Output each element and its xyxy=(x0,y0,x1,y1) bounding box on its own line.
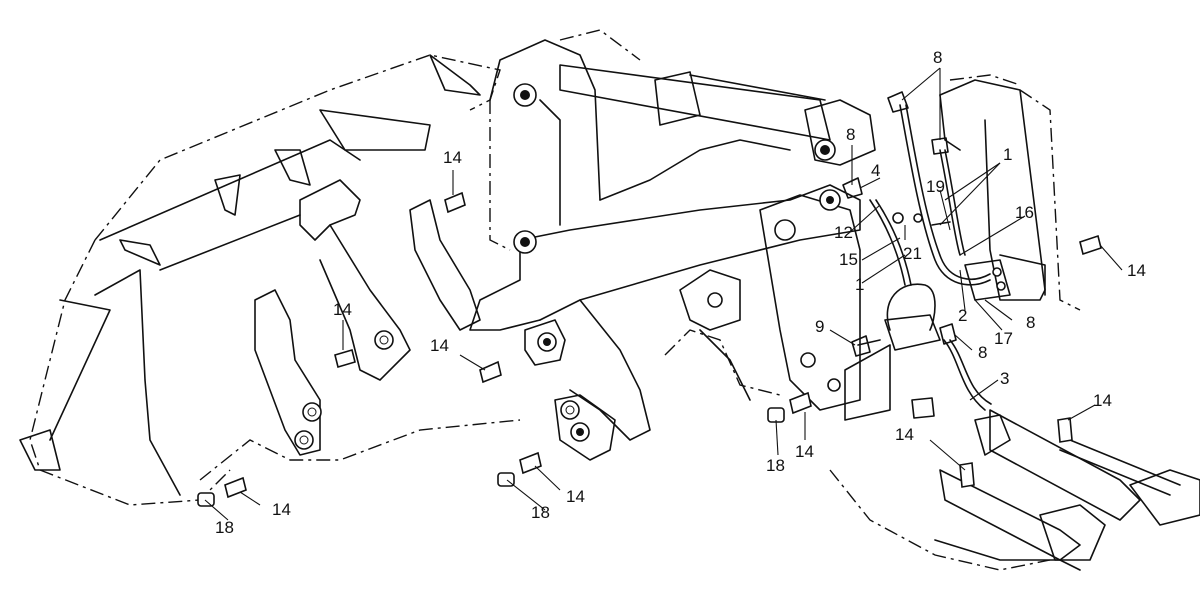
grease-nipples xyxy=(224,191,1102,499)
front-frame xyxy=(664,189,1081,571)
callout-18-frame: 18 xyxy=(766,456,785,475)
bucket xyxy=(19,54,521,506)
callout-14-lift-arm: 14 xyxy=(430,336,449,355)
callout-labels: 14 14 14 14 14 14 14 14 14 14 8 8 8 8 8 … xyxy=(215,48,1146,537)
leader-lines xyxy=(204,67,1123,521)
tilt-cylinder xyxy=(559,29,876,201)
callout-1-lower: 1 xyxy=(855,275,864,294)
callout-14-upper-bucket: 14 xyxy=(443,148,462,167)
callout-4: 4 xyxy=(871,161,880,180)
lift-arm xyxy=(469,39,861,461)
callout-18-center: 18 xyxy=(531,503,550,522)
caps xyxy=(197,407,785,507)
callout-14-bucket-link: 14 xyxy=(333,300,352,319)
callout-8-cylinder: 8 xyxy=(846,125,855,144)
callout-2: 2 xyxy=(958,306,967,325)
callout-15: 15 xyxy=(839,250,858,269)
callout-14-steering: 14 xyxy=(1093,391,1112,410)
callout-8-top: 8 xyxy=(933,48,942,67)
rear-frame xyxy=(939,74,1081,311)
callout-17: 17 xyxy=(994,329,1013,348)
callout-12: 12 xyxy=(834,223,853,242)
steering-cylinders xyxy=(939,409,1200,561)
callout-21: 21 xyxy=(903,244,922,263)
callout-16: 16 xyxy=(1015,203,1034,222)
callout-14-frame: 14 xyxy=(795,442,814,461)
callout-3: 3 xyxy=(1000,369,1009,388)
fittings xyxy=(842,91,1011,419)
callout-9: 9 xyxy=(815,317,824,336)
callout-14-steering-lower: 14 xyxy=(895,425,914,444)
callout-14-right: 14 xyxy=(1127,261,1146,280)
callout-18-bucket: 18 xyxy=(215,518,234,537)
callout-8-valve: 8 xyxy=(978,343,987,362)
bucket-linkage xyxy=(254,179,481,456)
callout-8-right: 8 xyxy=(1026,313,1035,332)
callout-1-upper: 1 xyxy=(1003,145,1012,164)
callout-19: 19 xyxy=(926,177,945,196)
callout-14-lift-arm-lower: 14 xyxy=(566,487,585,506)
callout-14-bucket-bottom: 14 xyxy=(272,500,291,519)
hydraulic-hoses xyxy=(857,104,992,411)
